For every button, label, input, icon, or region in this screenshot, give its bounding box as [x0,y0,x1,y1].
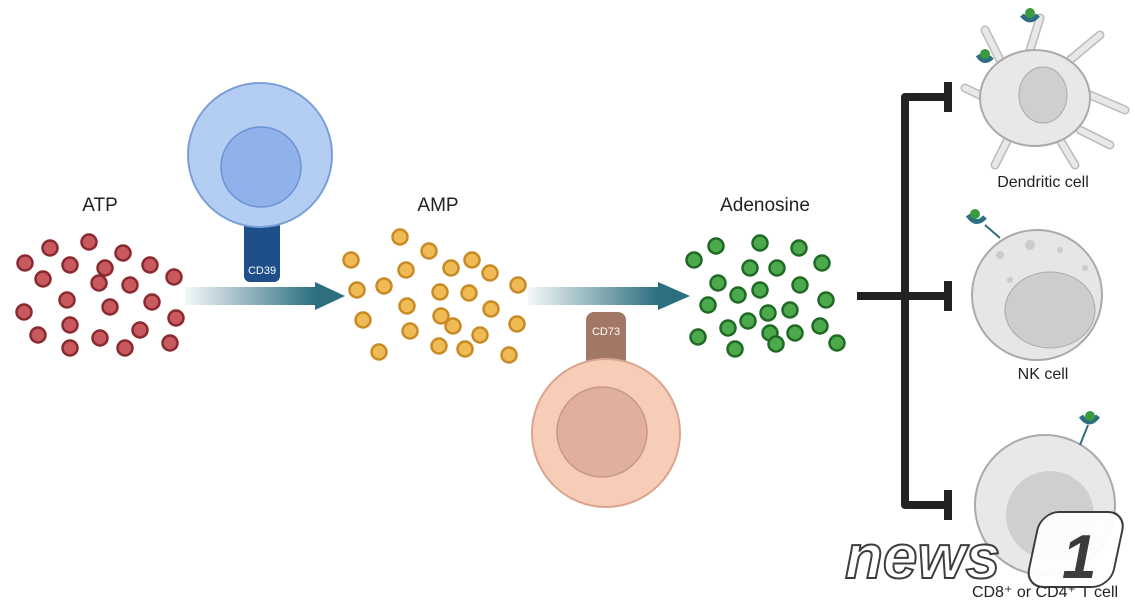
adenosine-molecule [781,301,799,319]
inhibition-bracket [857,82,952,520]
atp-molecule [116,339,134,357]
atp-molecule [61,256,79,274]
adenosine-molecule [707,237,725,255]
arrow-amp-to-adenosine [528,282,690,310]
dendritic-cell [960,8,1130,170]
cd39-label: CD39 [248,265,276,277]
atp-molecule [61,316,79,334]
atp-molecule [114,244,132,262]
amp-molecule [442,259,460,277]
amp-molecule [348,281,366,299]
amp-molecule [481,264,499,282]
atp-molecules [15,233,185,357]
amp-label: AMP [417,195,458,216]
adenosine-molecule [817,291,835,309]
adenosine-molecule [791,276,809,294]
atp-molecule [131,321,149,339]
adenosine-molecule [709,274,727,292]
adenosine-molecule [739,312,757,330]
atp-molecule [91,329,109,347]
adenosine-molecule [726,340,744,358]
amp-molecules [342,228,527,364]
cd73-cell: CD73 [531,312,681,508]
amp-molecule [500,346,518,364]
atp-molecule [15,303,33,321]
adenosine-label: Adenosine [720,195,810,216]
atp-molecule [34,270,52,288]
amp-molecule [463,251,481,269]
amp-molecule [430,337,448,355]
amp-molecule [370,343,388,361]
adenosine-molecule [741,259,759,277]
amp-molecule [420,242,438,260]
atp-molecule [143,293,161,311]
adenosine-molecule [751,281,769,299]
adenosine-molecule [699,296,717,314]
amp-molecule [460,284,478,302]
atp-molecule [80,233,98,251]
svg-text:news: news [845,523,1000,592]
receptor-icon [1020,8,1040,23]
adenosine-molecule [751,234,769,252]
amp-molecule [398,297,416,315]
atp-molecule [16,254,34,272]
cd73-label: CD73 [592,326,620,338]
atp-molecule [96,259,114,277]
atp-molecule [121,276,139,294]
adenosine-molecule [786,324,804,342]
amp-molecule [342,251,360,269]
atp-label: ATP [82,195,118,216]
amp-molecule [354,311,372,329]
atp-molecule [29,326,47,344]
amp-molecule [509,276,527,294]
atp-molecule [165,268,183,286]
amp-molecule [431,283,449,301]
amp-molecule [456,340,474,358]
receptor-icon [975,49,994,63]
dendritic-cell-label: Dendritic cell [997,174,1089,191]
adenosine-molecule [685,251,703,269]
adenosine-molecule [729,286,747,304]
nk-cell-label: NK cell [1018,366,1069,383]
adenosine-molecule [759,304,777,322]
amp-molecule [432,307,450,325]
adenosine-molecules [685,234,846,358]
amp-molecule [444,317,462,335]
amp-molecule [397,261,415,279]
adenosine-molecule [828,334,846,352]
adenosine-molecule [767,335,785,353]
amp-molecule [375,277,393,295]
amp-molecule [471,326,489,344]
adenosine-molecule [813,254,831,272]
adenosine-molecule [790,239,808,257]
atp-molecule [101,298,119,316]
amp-molecule [508,315,526,333]
news1-watermark-logo: news 1 [844,511,1124,593]
t-cell-label: CD8⁺ or CD4⁺ T cell [972,584,1118,601]
receptor-icon [1078,411,1100,425]
adenosine-molecule [768,259,786,277]
atp-molecule [90,274,108,292]
nk-cell [965,209,1103,361]
receptor-icon [965,209,987,224]
atp-molecule [61,339,79,357]
adenosine-molecule [811,317,829,335]
svg-text:1: 1 [1062,523,1096,592]
amp-molecule [391,228,409,246]
adenosine-molecule [719,319,737,337]
arrow-atp-to-amp [185,282,345,310]
atp-molecule [167,309,185,327]
atp-molecule [41,239,59,257]
amp-molecule [482,300,500,318]
adenosine-molecule [689,328,707,346]
atp-molecule [141,256,159,274]
atp-molecule [58,291,76,309]
amp-molecule [401,322,419,340]
atp-molecule [161,334,179,352]
cd39-cell: CD39 [187,82,333,282]
